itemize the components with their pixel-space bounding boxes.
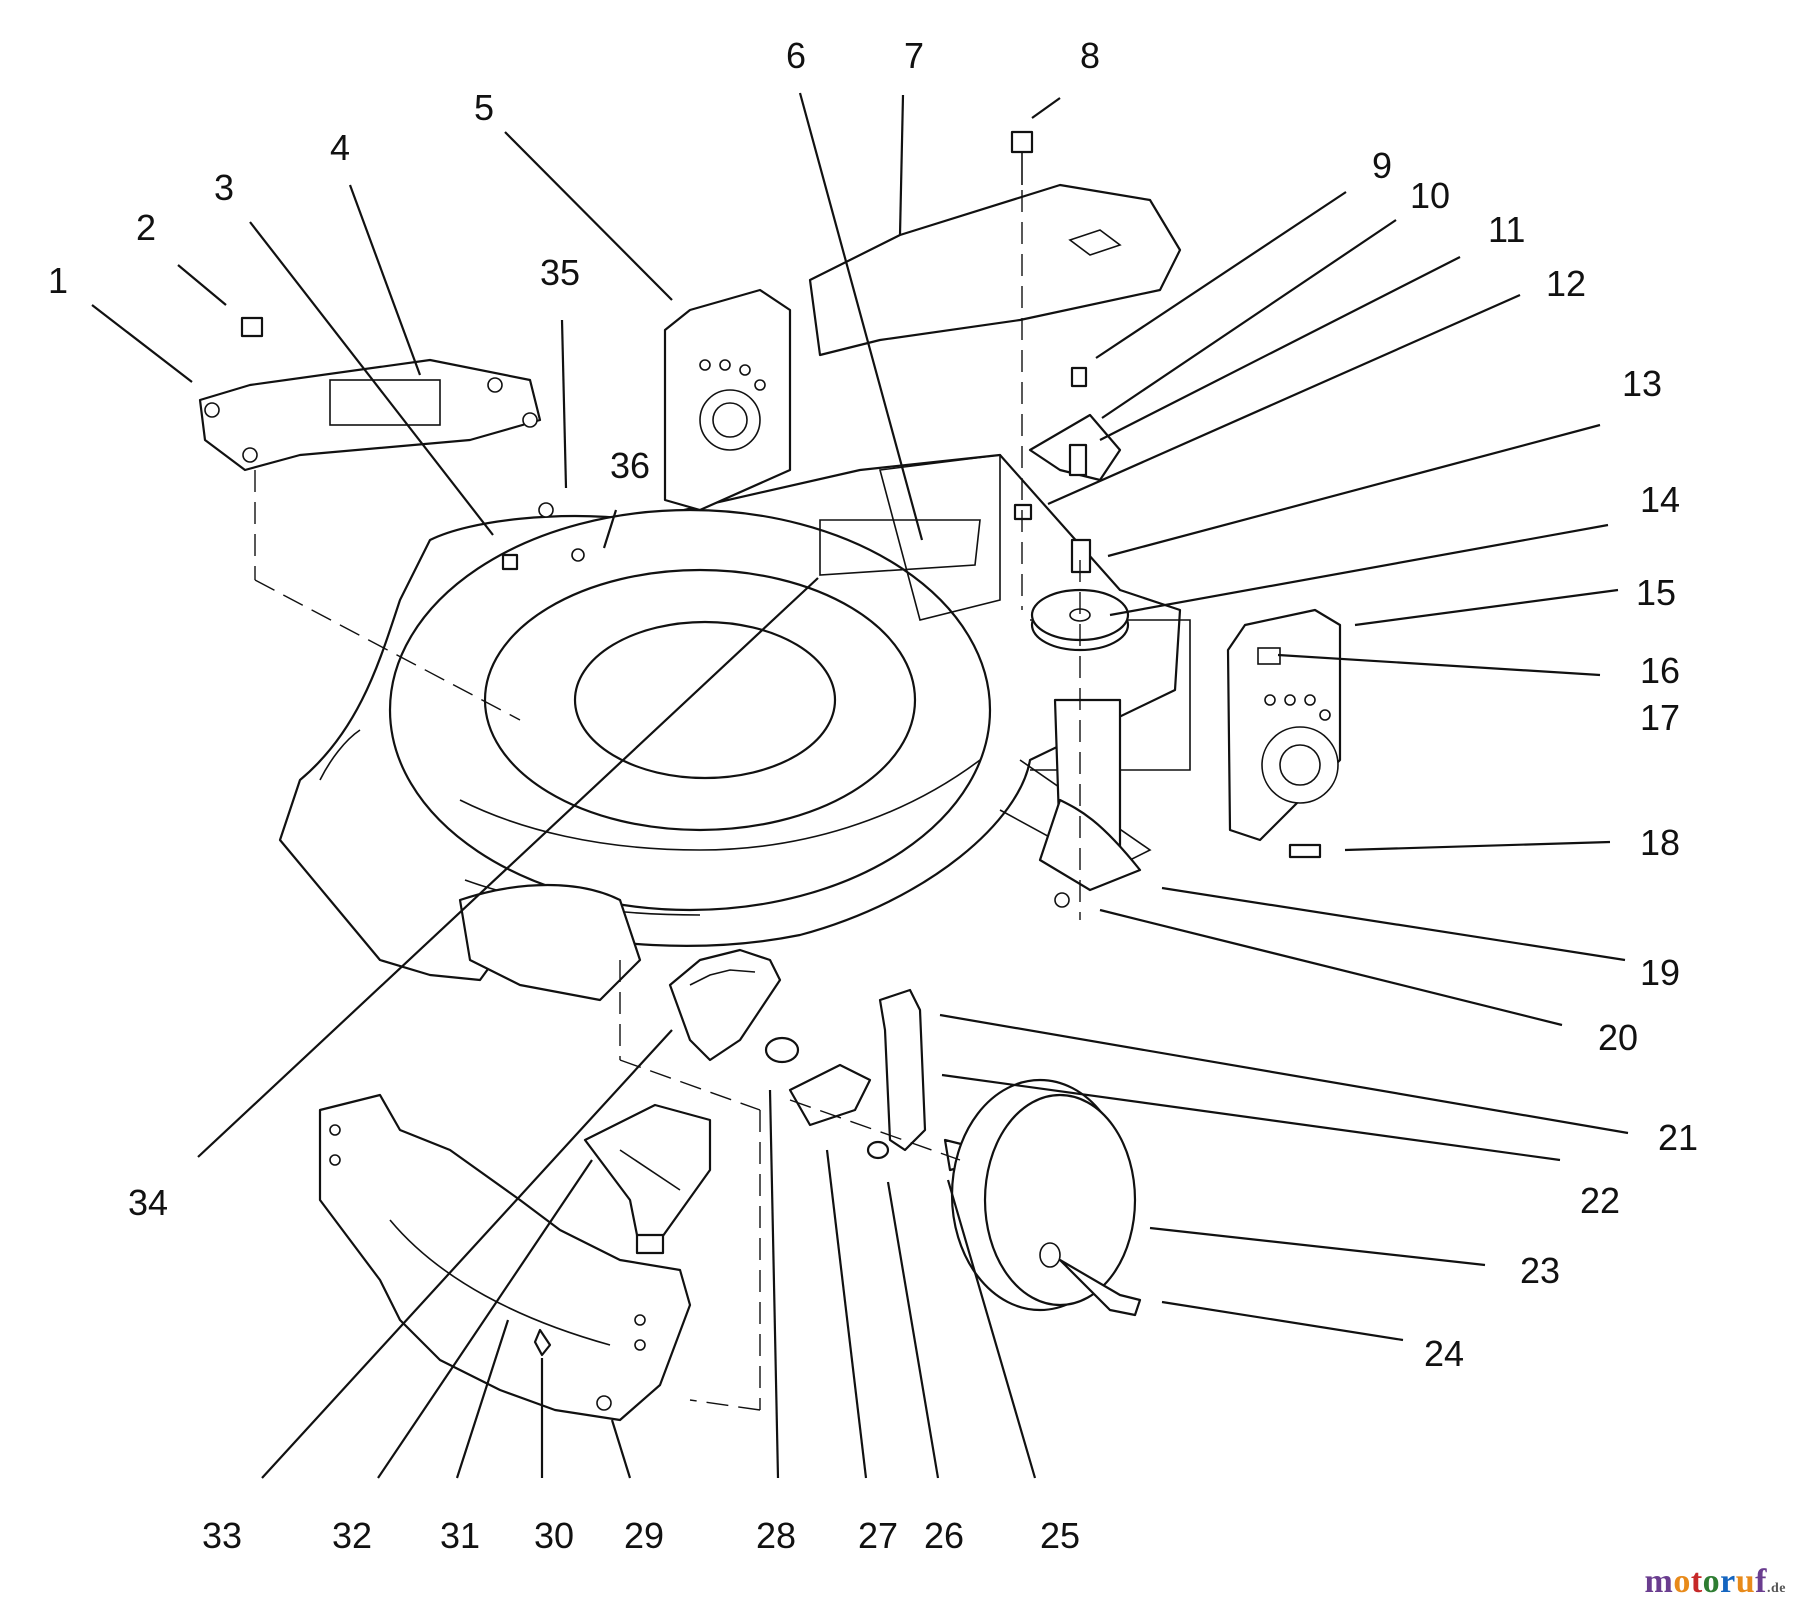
- watermark-letter: o: [1702, 1563, 1721, 1600]
- callout-16: 16: [1640, 650, 1680, 691]
- callout-11: 11: [1488, 209, 1525, 250]
- watermark-letter: o: [1673, 1563, 1691, 1600]
- wheel: [950, 1078, 1142, 1317]
- callout-24: 24: [1424, 1333, 1464, 1374]
- callout-35: 35: [540, 252, 580, 293]
- mower-deck: [278, 453, 1191, 1002]
- callout-9: 9: [1372, 145, 1392, 186]
- watermark-tld: .de: [1767, 1581, 1786, 1596]
- callout-27: 27: [858, 1515, 898, 1556]
- watermark-letter: u: [1735, 1563, 1756, 1600]
- callout-34: 34: [128, 1182, 168, 1223]
- callout-25: 25: [1040, 1515, 1080, 1556]
- height-adjuster: [668, 948, 972, 1172]
- deflector: [533, 1103, 712, 1411]
- callout-23: 23: [1520, 1250, 1560, 1291]
- watermark-letter: t: [1690, 1563, 1703, 1600]
- rear-flap-bracket: [198, 316, 542, 472]
- front-axle-bracket: [1226, 608, 1342, 859]
- grass-bag-guard: [808, 183, 1182, 357]
- watermark-logo: motoruf.de: [1645, 1563, 1787, 1601]
- callout-22: 22: [1580, 1180, 1620, 1221]
- callout-29: 29: [624, 1515, 664, 1556]
- callout-26: 26: [924, 1515, 964, 1556]
- assembly-lines: [254, 190, 1081, 1411]
- callout-12: 12: [1546, 263, 1586, 304]
- watermark-letter: r: [1720, 1563, 1736, 1600]
- leader-lines: [91, 92, 1629, 1479]
- callout-30: 30: [534, 1515, 574, 1556]
- callout-21: 21: [1658, 1117, 1698, 1158]
- callout-14: 14: [1640, 479, 1680, 520]
- callout-20: 20: [1598, 1017, 1638, 1058]
- callout-28: 28: [756, 1515, 796, 1556]
- callout-labels: 1 2 3 4 5 6 7 8 9 10 11 12 13 14 15 16 1…: [48, 35, 1698, 1556]
- front-skirt: [318, 1093, 692, 1422]
- callout-33: 33: [202, 1515, 242, 1556]
- callout-6: 6: [786, 35, 806, 76]
- callout-32: 32: [332, 1515, 372, 1556]
- watermark-letter: f: [1755, 1563, 1767, 1600]
- rear-axle-bracket: [663, 288, 792, 512]
- callout-4: 4: [330, 127, 350, 168]
- callout-2: 2: [136, 207, 156, 248]
- callout-3: 3: [214, 167, 234, 208]
- callout-19: 19: [1640, 952, 1680, 993]
- rear-skirt: [1038, 698, 1142, 908]
- callout-36: 36: [610, 445, 650, 486]
- callout-10: 10: [1410, 175, 1450, 216]
- watermark-letter: m: [1644, 1563, 1674, 1600]
- callout-7: 7: [904, 35, 924, 76]
- callout-15: 15: [1636, 572, 1676, 613]
- callout-31: 31: [440, 1515, 480, 1556]
- callout-1: 1: [48, 260, 68, 301]
- callout-13: 13: [1622, 363, 1662, 404]
- callout-17: 17: [1640, 697, 1680, 738]
- idler-bracket: [1013, 366, 1122, 574]
- callout-18: 18: [1640, 822, 1680, 863]
- bolt-8: [1010, 130, 1034, 185]
- callout-5: 5: [474, 87, 494, 128]
- callout-8: 8: [1080, 35, 1100, 76]
